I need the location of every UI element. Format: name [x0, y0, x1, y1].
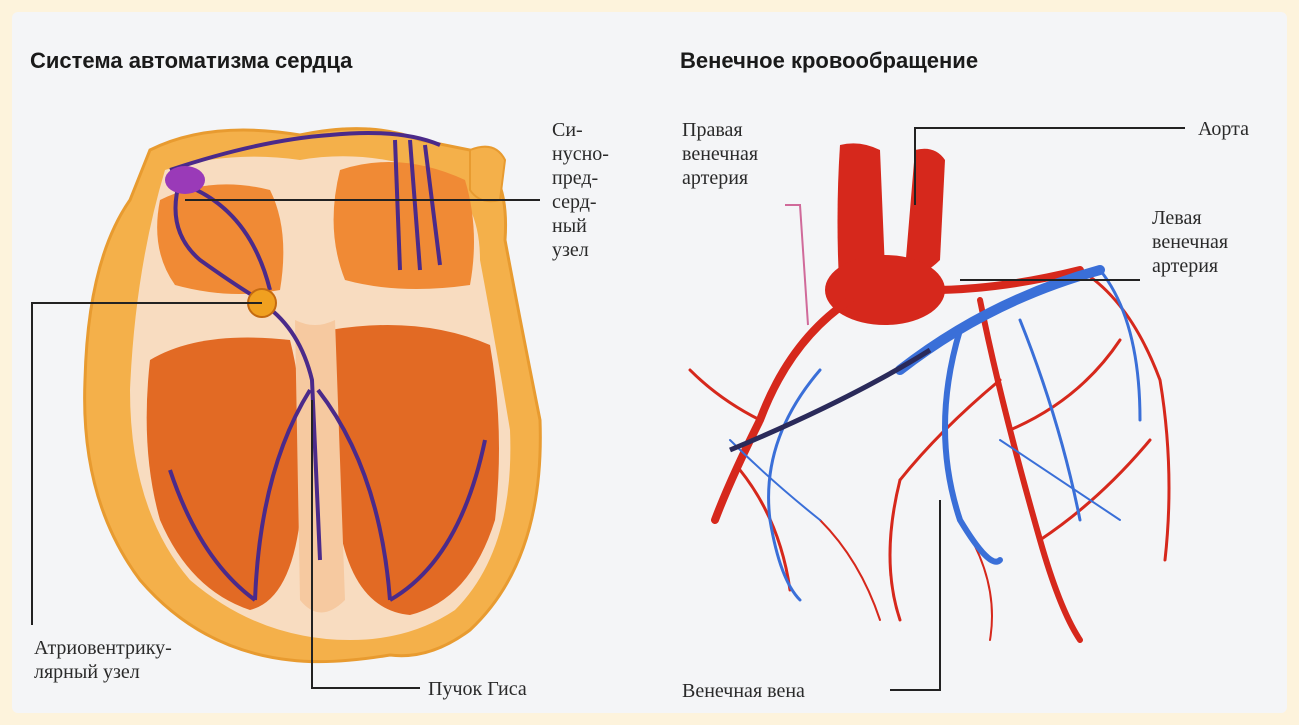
sa-node-label-line: серд-	[552, 190, 609, 214]
sa-node	[165, 166, 205, 194]
coronary-vein-leader	[890, 500, 940, 690]
left-atrium	[334, 162, 474, 289]
av-node-label: Атриовентрику- лярный узел	[34, 636, 172, 684]
vein-branch-5	[1000, 440, 1120, 520]
arteries	[690, 270, 1169, 640]
sa-node-label-line: Си-	[552, 118, 609, 142]
sa-node-label-line: нусно-	[552, 142, 609, 166]
sa-node-label-line: узел	[552, 238, 609, 262]
right-coronary-artery-label: Правая венечная артерия	[682, 118, 758, 190]
left-coronary-label-line: венечная	[1152, 230, 1228, 254]
artery-branch-6	[890, 480, 900, 620]
artery-branch-4	[1010, 340, 1120, 430]
veins	[730, 270, 1140, 600]
artery-branch-9	[960, 520, 992, 640]
coronary-vein-label: Венечная вена	[682, 679, 805, 703]
right-coronary-main	[715, 300, 850, 520]
artery-branch-3	[1040, 440, 1150, 540]
vein-branch-3	[769, 370, 820, 600]
av-node-label-line: лярный узел	[34, 660, 172, 684]
aorta-leader	[915, 128, 1185, 205]
right-coronary-label-line: артерия	[682, 166, 758, 190]
aorta-branch	[905, 149, 945, 274]
sa-node-label-line: ный	[552, 214, 609, 238]
av-node-label-line: Атриовентрику-	[34, 636, 172, 660]
aorta-label: Аорта	[1198, 117, 1249, 141]
left-coronary-label-line: артерия	[1152, 254, 1228, 278]
left-coronary-artery-label: Левая венечная артерия	[1152, 206, 1228, 278]
coronary-illustration	[690, 143, 1169, 640]
sa-node-label-line: пред-	[552, 166, 609, 190]
right-coronary-label-line: Правая	[682, 118, 758, 142]
artery-branch-1	[690, 370, 760, 420]
artery-branch-8	[820, 520, 880, 620]
left-coronary-label-line: Левая	[1152, 206, 1228, 230]
vein-branch-1	[1100, 270, 1140, 420]
his-bundle-label: Пучок Гиса	[428, 677, 527, 701]
lad-artery	[980, 300, 1080, 640]
right-coronary-leader	[785, 205, 808, 325]
right-coronary-label-line: венечная	[682, 142, 758, 166]
sa-node-label: Си- нусно- пред- серд- ный узел	[552, 118, 609, 262]
aorta-stub	[470, 147, 505, 202]
